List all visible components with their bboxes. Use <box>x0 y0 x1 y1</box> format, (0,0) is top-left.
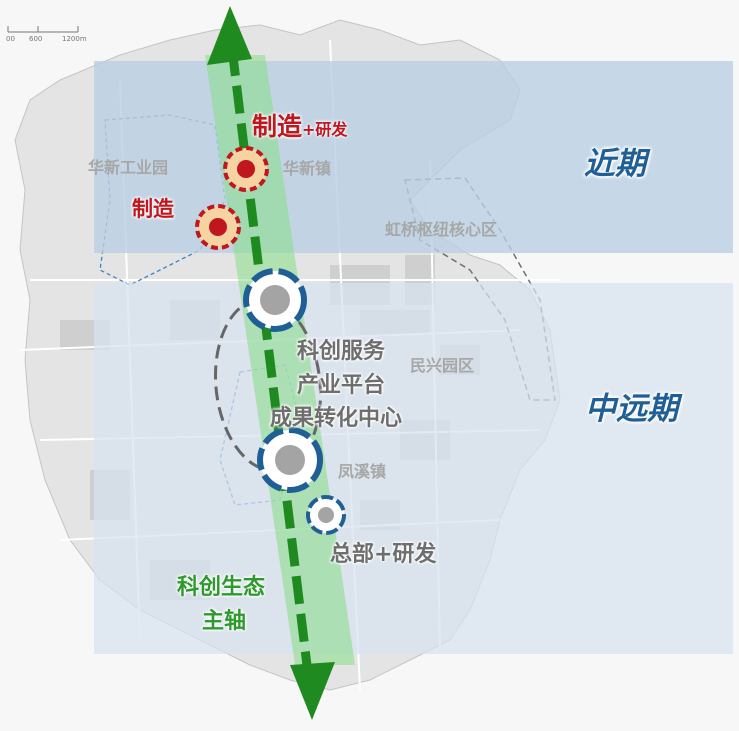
scale-tick-600: 600 <box>29 35 43 43</box>
place-huaxin-industrial: 华新工业园 <box>88 158 169 177</box>
label-hq-rd: 总部+研发 <box>330 542 437 567</box>
phase-mid-far-label: 中远期 <box>585 391 678 427</box>
axis-line <box>227 47 315 691</box>
place-fengxi-town: 凤溪镇 <box>338 462 387 481</box>
label-manufacture-rd: 制造+研发 <box>252 114 347 139</box>
scale-tick-1200: 1200m <box>62 35 87 43</box>
blue-node-icon <box>243 268 307 332</box>
red-node-icon <box>223 146 269 192</box>
scale-bar <box>7 26 79 33</box>
label-axis-line-1: 科创生态 <box>177 575 266 600</box>
label-service-line-3: 成果转化中心 <box>270 406 403 431</box>
blue-node-icon <box>306 495 346 535</box>
mid-far-term-band <box>94 283 733 654</box>
up-arrow-icon <box>207 6 252 65</box>
phase-near-label: 近期 <box>584 146 646 182</box>
place-minxing-park: 民兴园区 <box>410 356 475 375</box>
down-arrow-icon <box>290 662 335 720</box>
label-axis-line-2: 主轴 <box>202 609 247 634</box>
label-service-line-2: 产业平台 <box>297 373 386 398</box>
scale-tick-0: 00 <box>6 35 15 43</box>
label-service-line-1: 科创服务 <box>297 339 386 364</box>
red-node-icon <box>195 204 241 250</box>
label-manufacture: 制造 <box>132 197 174 221</box>
label-manufacture-main: 制造 <box>252 112 303 141</box>
place-huaxin-town: 华新镇 <box>283 159 332 178</box>
place-hongqiao-core: 虹桥枢纽核心区 <box>385 220 498 239</box>
blue-node-icon <box>257 427 323 493</box>
label-manufacture-plus: +研发 <box>302 120 348 139</box>
